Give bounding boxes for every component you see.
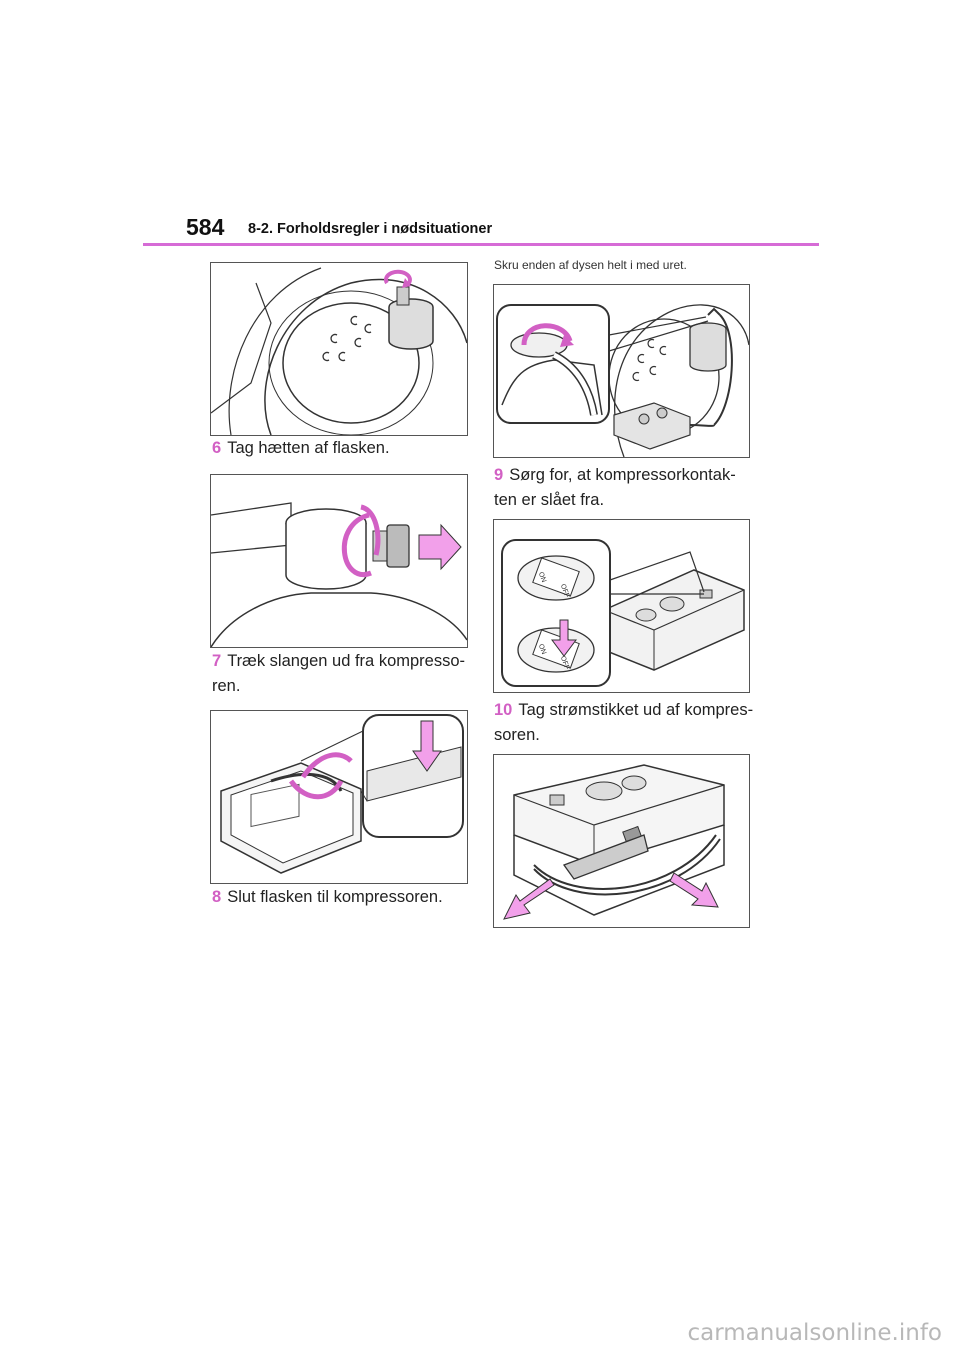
figure-pull-hose: [210, 710, 468, 884]
switch-on-label-bottom: ON: [537, 643, 547, 655]
step-9-text: Sørg for, at kompressorkontak-ten er slå…: [494, 466, 736, 509]
header-rule: [143, 243, 819, 246]
step-8-text: Slut flasken til kompressoren.: [227, 888, 443, 906]
step-6-text: Tag hætten af flasken.: [227, 439, 390, 457]
step-10-text: Tag strømstikket ud af kompres-soren.: [494, 701, 754, 744]
step-10-number: 10: [494, 701, 513, 719]
switch-off-label-top: OFF: [559, 583, 570, 599]
step-6: 6 Tag hætten af flasken.: [212, 436, 468, 461]
step-7-text: Træk slangen ud fra kompresso-ren.: [212, 652, 466, 695]
switch-on-label-top: ON: [537, 571, 547, 583]
step-9-number: 9: [494, 466, 504, 484]
figure-tighten-nozzle: [493, 284, 750, 458]
step-8: 8 Slut flasken til kompressoren.: [212, 885, 468, 910]
step-7-number: 7: [212, 652, 222, 670]
step-8-number: 8: [212, 888, 222, 906]
section-title: 8-2. Forholdsregler i nødsituationer: [248, 221, 493, 237]
figure-bottle-on-tire: [210, 262, 468, 436]
step-6-number: 6: [212, 439, 222, 457]
figure-switch-off: ON OFF ON OFF: [493, 519, 750, 693]
switch-off-label-bottom: OFF: [559, 655, 570, 671]
nozzle-note: Skru enden af dysen helt i med uret.: [494, 258, 687, 272]
figure-remove-cap: [210, 474, 468, 648]
watermark: carmanualsonline.info: [687, 1320, 942, 1346]
page-number: 584: [186, 214, 225, 240]
figure-unplug-power: [493, 754, 750, 928]
